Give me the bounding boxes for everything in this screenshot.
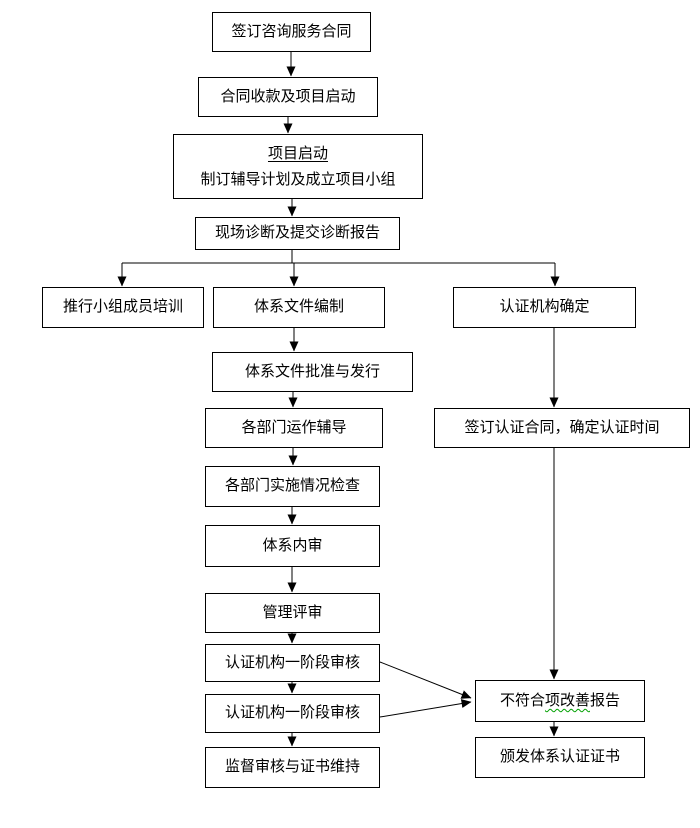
arrow-stage1b-to-nonconformity — [379, 699, 472, 718]
node-label-suffix: 报告 — [590, 691, 621, 709]
node-stage1-audit-2: 认证机构一阶段审核 — [205, 694, 380, 733]
node-label: 认证机构一阶段审核 — [224, 704, 360, 722]
node-issue-certificate: 颁发体系认证证书 — [475, 737, 645, 778]
node-label: 管理评审 — [262, 603, 323, 621]
node-label: 现场诊断及提交诊断报告 — [214, 224, 380, 242]
node-contract-payment: 合同收款及项目启动 — [198, 77, 378, 117]
node-label: 体系文件批准与发行 — [244, 362, 380, 380]
node-label: 体系文件编制 — [253, 298, 344, 316]
arrow-stage1-to-nonconformity — [379, 661, 472, 699]
node-label: 颁发体系认证证书 — [499, 748, 620, 766]
node-label: 体系内审 — [262, 536, 323, 554]
node-label: 各部门实施情况检查 — [224, 477, 360, 495]
node-stage1-audit: 认证机构一阶段审核 — [205, 644, 380, 682]
node-surveillance-audit: 监督审核与证书维持 — [205, 747, 380, 788]
node-impl-check: 各部门实施情况检查 — [205, 466, 380, 507]
node-project-launch: 项目启动 制订辅导计划及成立项目小组 — [173, 134, 423, 199]
node-label: 签订咨询服务合同 — [231, 22, 352, 40]
node-title: 项目启动 — [267, 145, 328, 162]
node-doc-compilation: 体系文件编制 — [213, 287, 385, 328]
node-site-diagnosis: 现场诊断及提交诊断报告 — [195, 217, 400, 250]
node-mgmt-review: 管理评审 — [205, 593, 380, 633]
node-label: 各部门运作辅导 — [241, 418, 347, 436]
node-label: 监督审核与证书维持 — [224, 758, 360, 776]
node-cert-body-selection: 认证机构确定 — [453, 287, 636, 328]
node-label: 认证机构确定 — [499, 298, 590, 316]
node-label: 推行小组成员培训 — [62, 298, 183, 316]
node-label: 认证机构一阶段审核 — [224, 653, 360, 671]
node-subtitle: 制订辅导计划及成立项目小组 — [200, 170, 396, 188]
node-label: 签订认证合同，确定认证时间 — [464, 418, 660, 436]
node-label: 不符合项改善报告 — [500, 691, 620, 711]
node-label: 合同收款及项目启动 — [220, 87, 356, 105]
node-doc-approval: 体系文件批准与发行 — [212, 352, 413, 392]
node-label-prefix: 不符合 — [499, 691, 545, 709]
node-internal-audit: 体系内审 — [205, 525, 380, 567]
node-nonconformity-report: 不符合项改善报告 — [475, 680, 645, 722]
node-sign-consult-contract: 签订咨询服务合同 — [212, 12, 371, 52]
node-label-squiggle: 项改善 — [544, 691, 590, 709]
node-sign-cert-contract: 签订认证合同，确定认证时间 — [434, 408, 690, 448]
node-team-training: 推行小组成员培训 — [42, 287, 204, 328]
node-dept-coaching: 各部门运作辅导 — [205, 408, 383, 448]
